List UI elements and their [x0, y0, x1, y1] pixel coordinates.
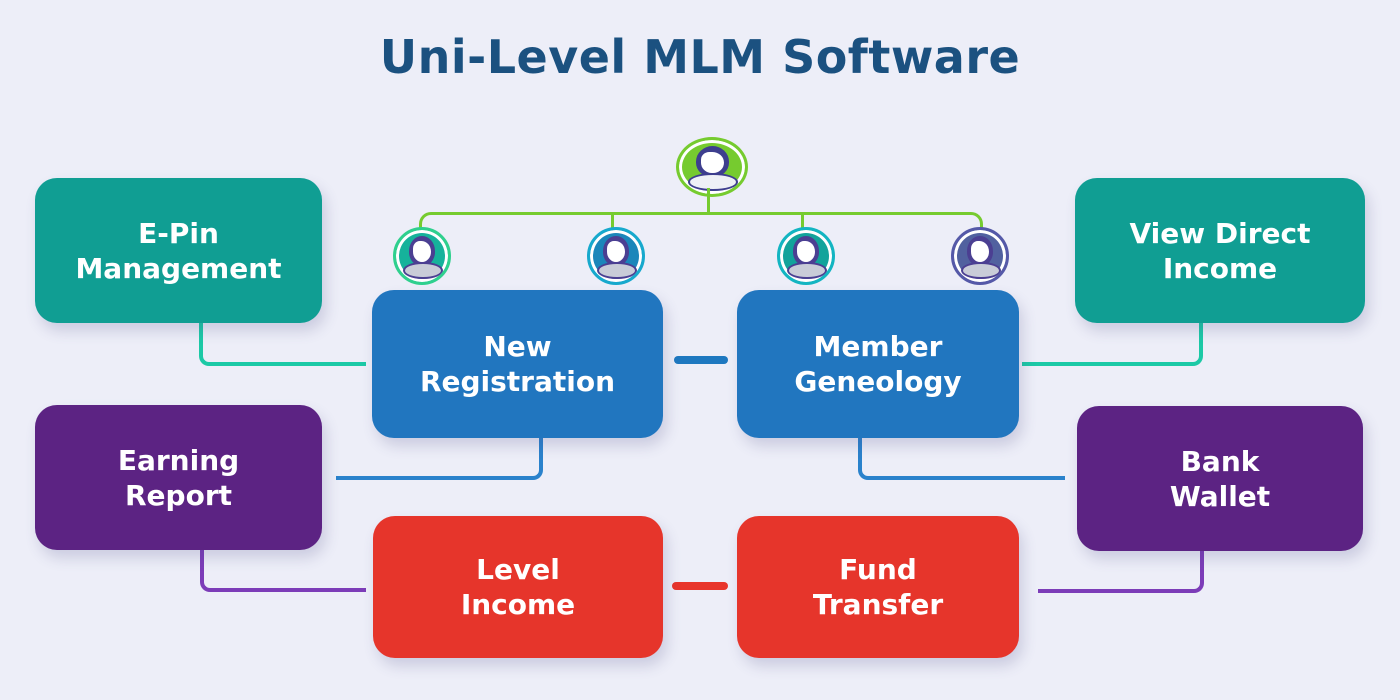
person-face [700, 151, 724, 174]
person-torso [402, 261, 444, 280]
person-icon [590, 230, 642, 282]
box-epin-management: E-Pin Management [35, 178, 322, 323]
person-torso [687, 173, 738, 192]
child-member-avatar-1 [393, 227, 451, 285]
person-torso [596, 261, 638, 280]
tree-root-stub-line [707, 188, 710, 214]
box-earning-report: Earning Report [35, 405, 322, 550]
root-member-avatar [676, 137, 748, 197]
box-label: Fund Transfer [812, 553, 944, 621]
connector-new-registration-member-geneology [674, 356, 728, 364]
box-member-geneology: Member Geneology [737, 290, 1019, 438]
diagram-title: Uni-Level MLM Software [379, 30, 1021, 84]
child-member-avatar-2 [587, 227, 645, 285]
box-label: Level Income [460, 553, 576, 621]
box-new-registration: New Registration [372, 290, 663, 438]
connector-epin-to-new-registration [199, 322, 366, 366]
tree-child-stub-line [801, 214, 804, 229]
connector-view-direct-to-member-geneology [1022, 322, 1203, 366]
box-level-income: Level Income [373, 516, 663, 658]
box-label: Earning Report [117, 443, 240, 512]
person-icon [780, 230, 832, 282]
child-member-avatar-4 [951, 227, 1009, 285]
person-face [413, 241, 432, 263]
box-label: View Direct Income [1129, 216, 1311, 285]
person-face [607, 241, 626, 263]
box-label: E-Pin Management [75, 216, 282, 285]
person-icon [679, 140, 745, 194]
tree-child-stub-line [611, 214, 614, 229]
person-torso [786, 261, 828, 280]
box-label: Bank Wallet [1169, 444, 1271, 513]
box-label: New Registration [419, 330, 616, 398]
tree-branch-bracket [419, 212, 983, 232]
box-label: Member Geneology [794, 330, 962, 398]
connector-earning-report-to-level-income [200, 550, 366, 592]
connector-new-registration-to-earning-report [336, 438, 543, 480]
person-torso [960, 261, 1002, 280]
connector-level-income-fund-transfer [672, 582, 728, 590]
connector-member-geneology-to-bank-wallet [858, 438, 1065, 480]
box-bank-wallet: Bank Wallet [1077, 406, 1363, 551]
connector-bank-wallet-to-fund-transfer [1038, 551, 1204, 593]
box-view-direct-income: View Direct Income [1075, 178, 1365, 323]
person-icon [396, 230, 448, 282]
child-member-avatar-3 [777, 227, 835, 285]
person-face [971, 241, 990, 263]
person-icon [954, 230, 1006, 282]
person-face [797, 241, 816, 263]
box-fund-transfer: Fund Transfer [737, 516, 1019, 658]
